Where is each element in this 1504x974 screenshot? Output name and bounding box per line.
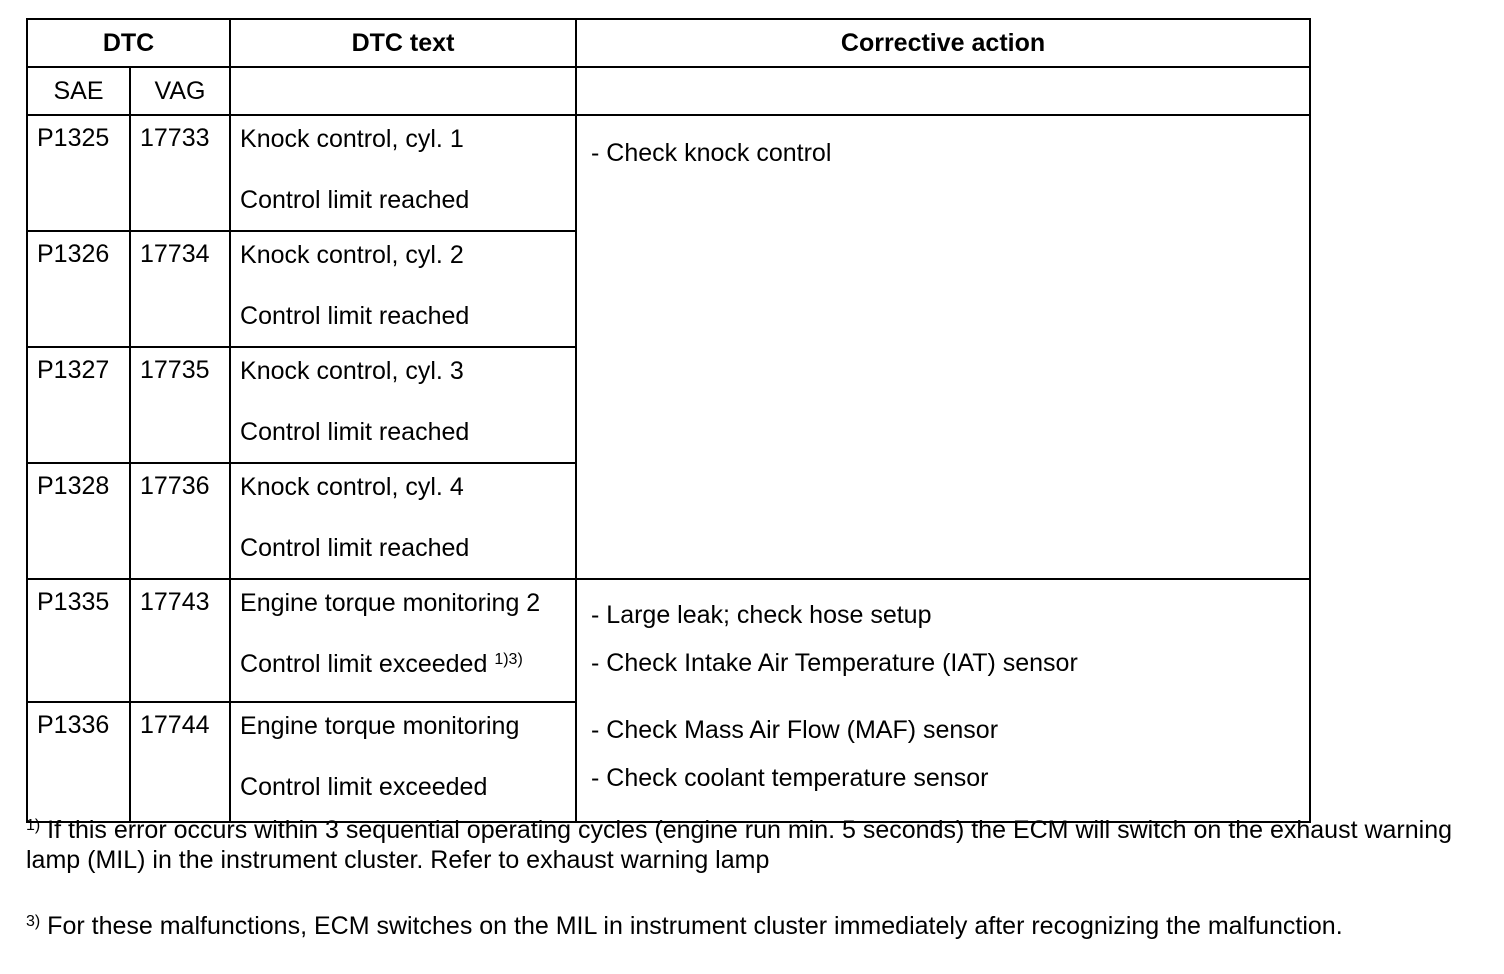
dtc-text-line1: Engine torque monitoring 2 — [240, 589, 541, 617]
header-sae: SAE — [26, 66, 131, 116]
dtc-text-line2: Control limit exceeded 1)3) — [240, 649, 575, 679]
table-row: P1328 17736 Knock control, cyl. 4 Contro… — [26, 462, 1310, 580]
dtc-text-line1: Knock control, cyl. 1 — [240, 125, 464, 153]
header-empty-text — [229, 66, 578, 116]
dtc-text-line1: Knock control, cyl. 4 — [240, 473, 464, 501]
header-empty-action — [575, 66, 1312, 116]
footnote-text: If this error occurs within 3 sequential… — [26, 816, 1453, 874]
dtc-description: Engine torque monitoring Control limit e… — [229, 701, 578, 823]
header-dtc-text: DTC text — [229, 18, 578, 68]
dtc-table: DTC DTC text Corrective action SAE VAG P… — [25, 18, 1312, 823]
dtc-description: Engine torque monitoring 2 Control limit… — [229, 578, 578, 703]
header-dtc: DTC — [25, 18, 232, 68]
action-item: - Large leak; check hose setup — [591, 601, 932, 629]
sae-code: P1325 — [26, 114, 131, 232]
footnote-mark: 3) — [26, 913, 41, 930]
footnote-mark: 1) — [26, 817, 41, 834]
dtc-text-line1: Knock control, cyl. 2 — [240, 241, 464, 269]
dtc-text-line2: Control limit reached — [240, 534, 470, 562]
footnotes: 1) If this error occurs within 3 sequent… — [26, 815, 1466, 941]
dtc-text-line1: Knock control, cyl. 3 — [240, 357, 464, 385]
header-corrective-action: Corrective action — [575, 18, 1312, 68]
vag-code: 17736 — [128, 462, 232, 580]
corrective-action-knock: - Check knock control — [575, 114, 1312, 580]
table-row: P1326 17734 Knock control, cyl. 2 Contro… — [26, 230, 1310, 348]
sae-code: P1335 — [26, 578, 131, 703]
action-item: - Check knock control — [591, 139, 832, 167]
vag-code: 17735 — [128, 346, 232, 464]
table-row: P1327 17735 Knock control, cyl. 3 Contro… — [26, 346, 1310, 464]
sae-code: P1326 — [26, 230, 131, 348]
dtc-description: Knock control, cyl. 4 Control limit reac… — [229, 462, 578, 580]
dtc-text-line2: Control limit reached — [240, 302, 470, 330]
vag-code: 17744 — [128, 701, 232, 823]
table-row: P1325 17733 Knock control, cyl. 1 Contro… — [26, 114, 1312, 580]
dtc-description: Knock control, cyl. 1 Control limit reac… — [229, 114, 578, 232]
vag-code: 17734 — [128, 230, 232, 348]
dtc-text-line2: Control limit reached — [240, 418, 470, 446]
corrective-action-torque: - Large leak; check hose setup - Check I… — [575, 578, 1312, 823]
footnote-3: 3) For these malfunctions, ECM switches … — [26, 911, 1466, 941]
dtc-text-line2-text: Control limit exceeded — [240, 650, 488, 678]
footnote-1: 1) If this error occurs within 3 sequent… — [26, 815, 1466, 875]
table-row: P1336 17744 Engine torque monitoring Con… — [26, 701, 1310, 823]
dtc-text-line2: Control limit reached — [240, 186, 470, 214]
dtc-description: Knock control, cyl. 2 Control limit reac… — [229, 230, 578, 348]
footnote-reference: 1)3) — [494, 651, 523, 668]
sae-code: P1328 — [26, 462, 131, 580]
dtc-description: Knock control, cyl. 3 Control limit reac… — [229, 346, 578, 464]
sae-code: P1327 — [26, 346, 131, 464]
table-row: P1335 17743 Engine torque monitoring 2 C… — [26, 578, 1312, 823]
action-item: - Check Mass Air Flow (MAF) sensor — [591, 716, 999, 744]
header-vag: VAG — [128, 66, 232, 116]
action-item: - Check coolant temperature sensor — [591, 764, 989, 792]
sae-code: P1336 — [26, 701, 131, 823]
footnote-text: For these malfunctions, ECM switches on … — [40, 912, 1343, 940]
dtc-text-line1: Engine torque monitoring — [240, 712, 520, 740]
action-item: - Check Intake Air Temperature (IAT) sen… — [591, 649, 1078, 677]
vag-code: 17733 — [128, 114, 232, 232]
dtc-text-line2: Control limit exceeded — [240, 773, 488, 801]
vag-code: 17743 — [128, 578, 232, 703]
